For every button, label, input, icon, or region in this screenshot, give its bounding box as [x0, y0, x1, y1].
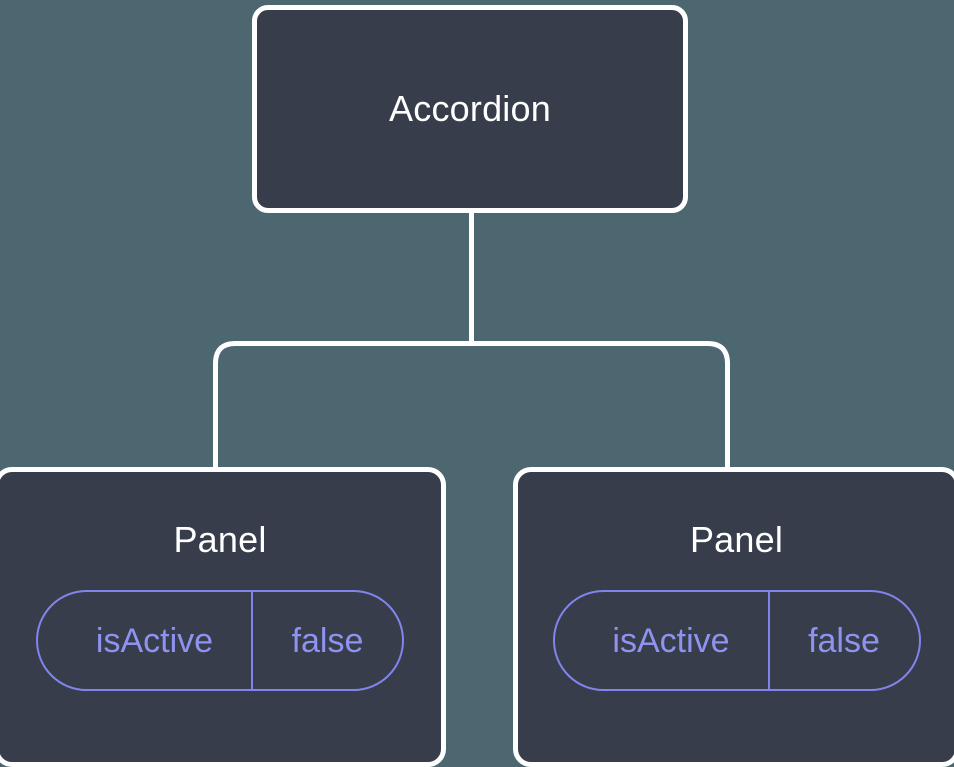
node-panel-1[interactable]: Panel isActive false: [0, 467, 446, 767]
prop-value-panel-2: false: [767, 592, 919, 689]
prop-key-panel-2: isActive: [612, 621, 730, 660]
connector-child-bus: [213, 341, 730, 467]
prop-badge-panel-1[interactable]: isActive false: [36, 590, 404, 691]
component-tree-diagram: Accordion Panel isActive false Panel isA…: [0, 5, 954, 767]
prop-key-panel-1: isActive: [95, 621, 214, 660]
prop-value-panel-1: false: [251, 592, 402, 689]
node-accordion[interactable]: Accordion: [252, 5, 688, 213]
node-panel-2-label: Panel: [689, 519, 784, 560]
node-panel-1-label: Panel: [173, 519, 267, 560]
node-accordion-label: Accordion: [389, 88, 551, 129]
prop-badge-panel-2[interactable]: isActive false: [552, 590, 921, 691]
node-panel-2[interactable]: Panel isActive false: [513, 467, 954, 767]
